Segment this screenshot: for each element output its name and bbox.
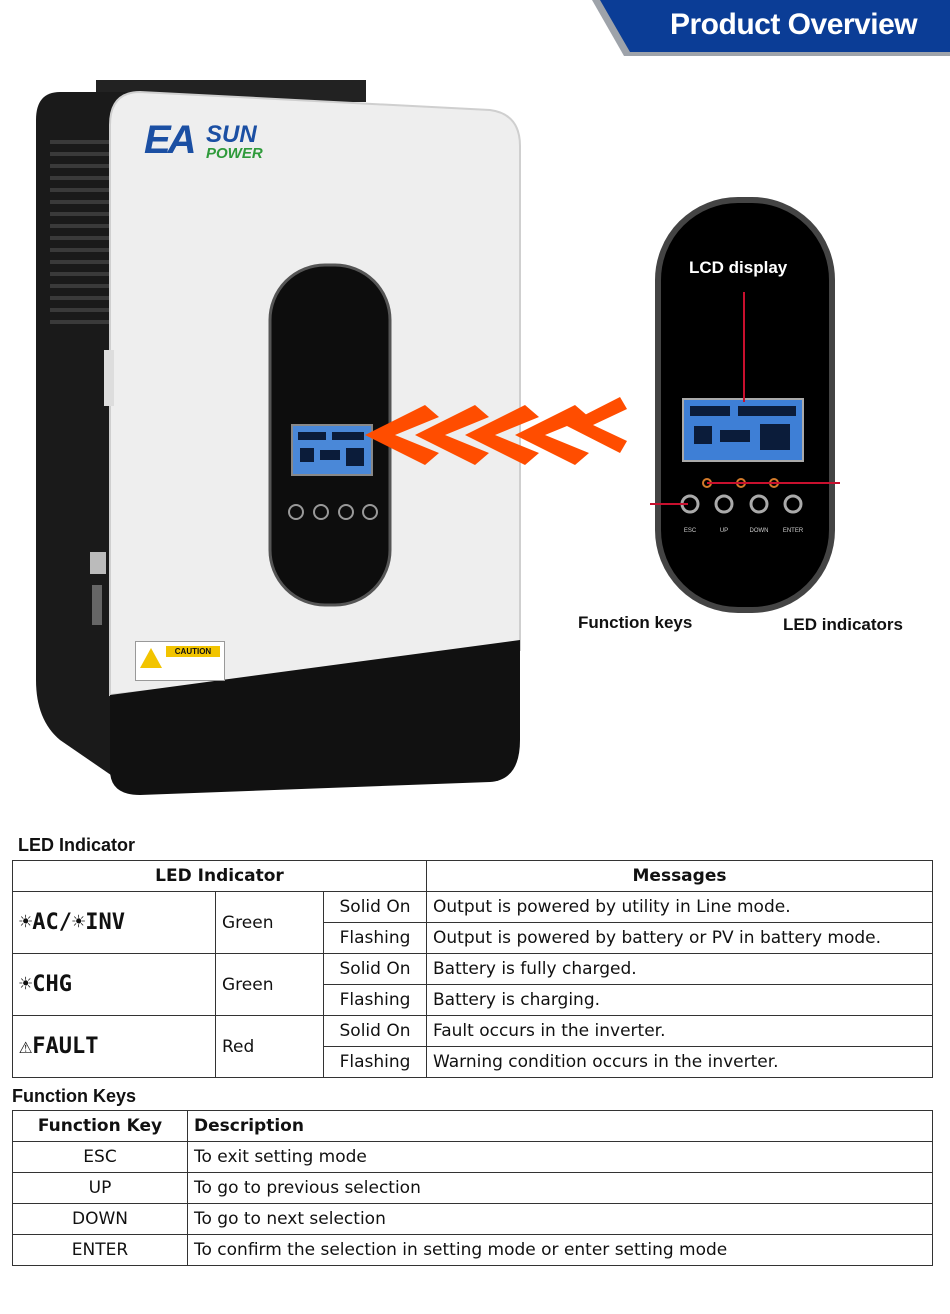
header-banner <box>592 0 950 56</box>
table-row: Flashing Output is powered by battery or… <box>13 922 933 954</box>
header-description: Description <box>187 1110 933 1142</box>
table-row: ☀AC/☀INV Green Solid On Output is powere… <box>12 891 933 954</box>
brand-logo: EA SUN POWER <box>144 118 263 163</box>
key-esc-label: ESC <box>684 528 697 534</box>
indicator-state: Flashing <box>323 922 427 954</box>
brand-power: POWER <box>206 145 263 162</box>
indicator-state: Flashing <box>323 1046 427 1078</box>
control-panel-zoom: ESC UP DOWN ENTER <box>650 197 840 613</box>
function-keys-table: Function Key Description ESC To exit set… <box>12 1110 933 1266</box>
key-up-label: UP <box>720 528 728 534</box>
indicator-state: Flashing <box>323 984 427 1016</box>
indicator-state: Solid On <box>323 1015 427 1047</box>
indicator-state: Solid On <box>323 953 427 985</box>
indicator-message: Fault occurs in the inverter. <box>426 1015 933 1047</box>
inverter-body <box>36 80 521 795</box>
brand-sun: SUN <box>206 121 257 148</box>
table-header-row: LED Indicator Messages <box>12 860 933 892</box>
caution-label: CAUTION <box>135 641 225 681</box>
indicator-ac-inv: ☀AC/☀INV <box>12 891 216 954</box>
callout-function-keys: Function keys <box>578 613 693 632</box>
table-row: Flashing Battery is charging. <box>13 984 933 1016</box>
indicator-chg: ☀CHG <box>12 953 216 1016</box>
indicator-state: Solid On <box>323 891 427 923</box>
table-row: ☀CHG Green Solid On Battery is fully cha… <box>12 953 933 1016</box>
function-key: ENTER <box>12 1234 188 1266</box>
indicator-message: Warning condition occurs in the inverter… <box>426 1046 933 1078</box>
key-down-label: DOWN <box>750 528 769 534</box>
table-row: ENTER To confirm the selection in settin… <box>12 1234 933 1266</box>
indicator-color: Green <box>215 891 324 954</box>
indicator-color: Green <box>215 953 324 1016</box>
table-header-row: Function Key Description <box>12 1110 933 1142</box>
table-row: DOWN To go to next selection <box>12 1203 933 1235</box>
inverter-image <box>30 80 540 800</box>
indicator-fault: ⚠FAULT <box>12 1015 216 1078</box>
function-section-title: Function Keys <box>12 1086 137 1106</box>
page-title: Product Overview <box>670 8 918 41</box>
function-description: To go to next selection <box>187 1203 933 1235</box>
function-description: To go to previous selection <box>187 1172 933 1204</box>
led-section-title: LED Indicator <box>18 835 136 855</box>
function-key: DOWN <box>12 1203 188 1235</box>
banner-shape <box>592 0 950 56</box>
function-key: ESC <box>12 1141 188 1173</box>
led-indicator-table: LED Indicator Messages ☀AC/☀INV Green So… <box>12 860 933 1078</box>
function-description: To exit setting mode <box>187 1141 933 1173</box>
indicator-color: Red <box>215 1015 324 1078</box>
warning-icon <box>140 648 162 668</box>
table-row: Flashing Warning condition occurs in the… <box>13 1046 933 1078</box>
header-led-indicator: LED Indicator <box>12 860 427 892</box>
table-row: UP To go to previous selection <box>12 1172 933 1204</box>
header-messages: Messages <box>426 860 933 892</box>
table-row: ESC To exit setting mode <box>12 1141 933 1173</box>
indicator-message: Output is powered by utility in Line mod… <box>426 891 933 923</box>
table-row: ⚠FAULT Red Solid On Fault occurs in the … <box>12 1015 933 1078</box>
indicator-message: Battery is charging. <box>426 984 933 1016</box>
function-description: To confirm the selection in setting mode… <box>187 1234 933 1266</box>
function-key: UP <box>12 1172 188 1204</box>
key-enter-label: ENTER <box>783 528 804 534</box>
caution-text: CAUTION <box>166 646 220 657</box>
header-function-key: Function Key <box>12 1110 188 1142</box>
arrow-chevrons-icon <box>365 397 627 465</box>
callout-lcd-display: LCD display <box>689 258 788 277</box>
indicator-message: Output is powered by battery or PV in ba… <box>426 922 933 954</box>
callout-led-indicators: LED indicators <box>783 615 903 634</box>
brand-ea: EA <box>144 118 197 162</box>
indicator-message: Battery is fully charged. <box>426 953 933 985</box>
